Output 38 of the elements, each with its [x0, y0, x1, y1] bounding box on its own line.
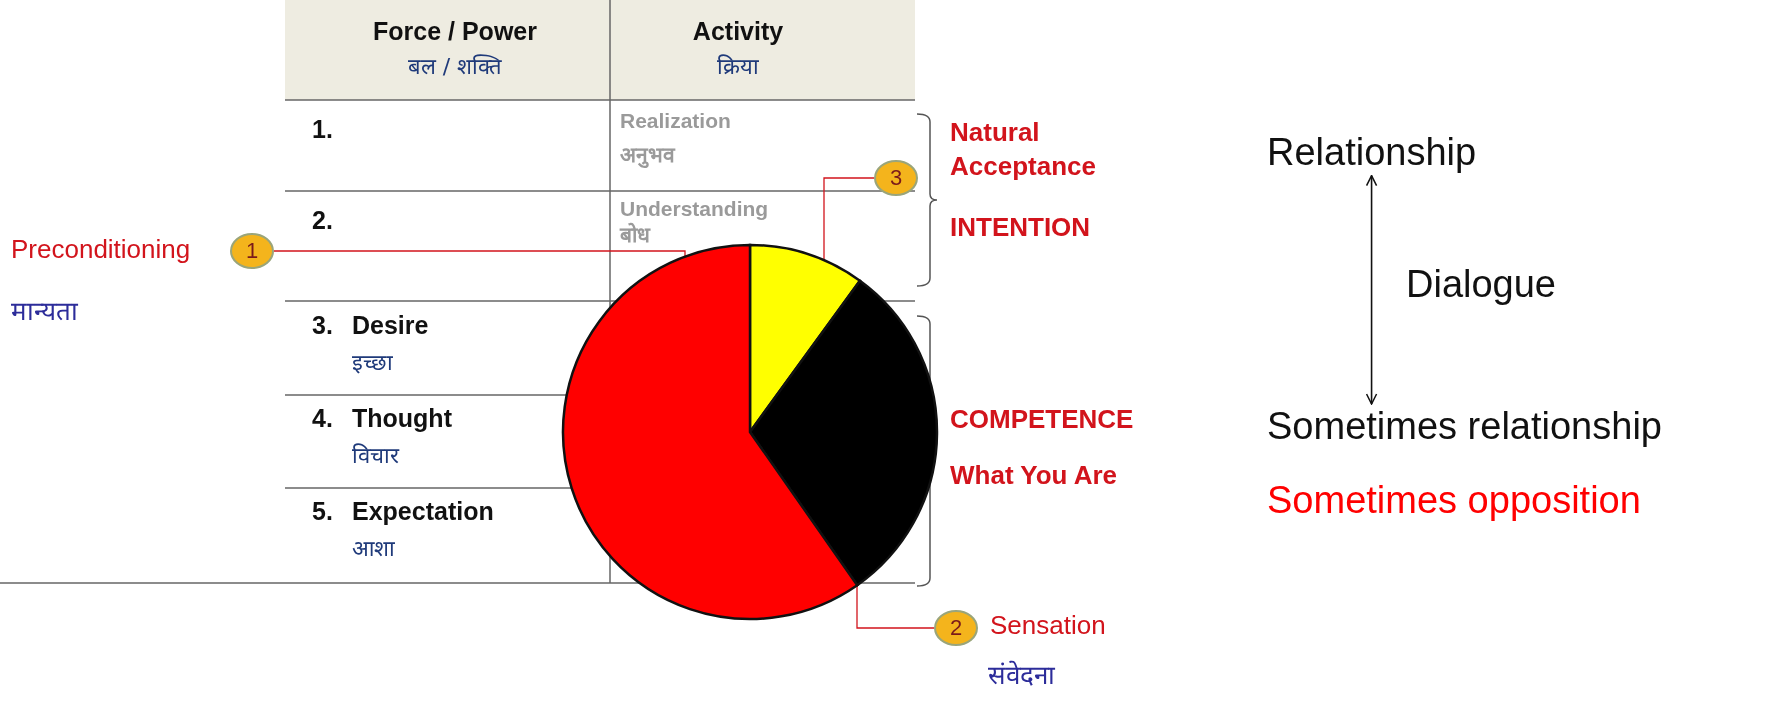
- hindi-text: बल / शक्ति: [406, 54, 504, 81]
- concept-label: Sometimes relationship: [1267, 404, 1662, 450]
- bracket-label: What You Are: [950, 460, 1118, 492]
- table-text: 2.: [312, 205, 333, 235]
- faded-text: बोध: [620, 222, 650, 248]
- hindi-text: क्रिया: [716, 54, 760, 81]
- callout-label: मान्यता: [11, 296, 78, 328]
- pie-chart-drawing: [561, 243, 938, 621]
- table-text: 4.: [312, 403, 333, 433]
- concept-label: Sometimes opposition: [1267, 478, 1641, 523]
- double-arrow: [1365, 174, 1378, 405]
- callout-label: संवेदना: [988, 660, 1055, 692]
- hindi-text: आशा: [352, 536, 395, 563]
- table-text: 1.: [312, 114, 333, 144]
- bracket-label: Natural Acceptance: [950, 116, 1097, 183]
- table-text: 3.: [312, 310, 333, 340]
- hindi-text: इच्छा: [352, 350, 393, 377]
- faded-text: अनुभव: [620, 142, 675, 168]
- hindi-text: विचार: [352, 443, 399, 470]
- callout-label: Sensation: [990, 610, 1106, 642]
- table-text: 5.: [312, 496, 333, 526]
- leader-line: [823, 177, 875, 261]
- callout-number: 2: [934, 610, 978, 646]
- edge-label: Dialogue: [1406, 262, 1556, 307]
- faded-text: Realization: [620, 108, 731, 134]
- callout-number: 1: [230, 233, 274, 269]
- column-header: Activity: [691, 16, 785, 46]
- bracket-label: INTENTION: [950, 212, 1091, 244]
- table-text: Thought: [352, 403, 452, 433]
- bracket-label: COMPETENCE: [950, 404, 1134, 436]
- callout-number: 3: [874, 160, 918, 196]
- column-header: Force / Power: [372, 16, 538, 46]
- table-text: Expectation: [352, 496, 494, 526]
- table-text: Desire: [352, 310, 429, 340]
- faded-text: Understanding: [620, 196, 769, 222]
- concept-label: Relationship: [1267, 130, 1477, 176]
- callout-label: Preconditioning: [11, 234, 191, 266]
- leader-line: [273, 250, 686, 258]
